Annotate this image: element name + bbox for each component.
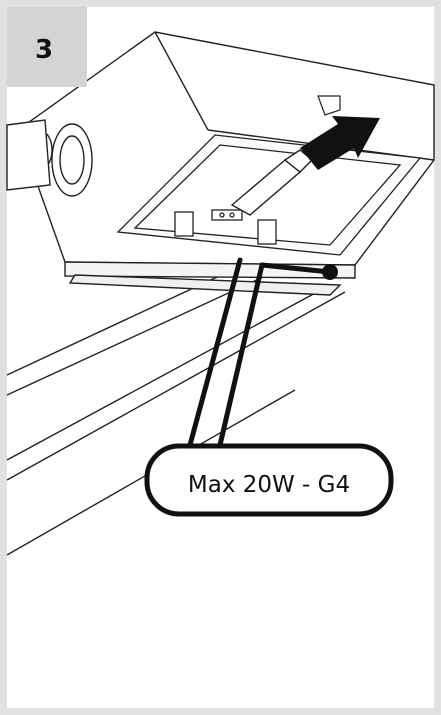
callout-dot bbox=[322, 264, 338, 280]
callout-label: Max 20W - G4 bbox=[187, 472, 351, 498]
bulb-icon bbox=[230, 149, 314, 216]
side-fitting bbox=[6, 119, 93, 197]
lamp-holder bbox=[174, 209, 277, 245]
step-badge: 3 bbox=[7, 7, 87, 87]
arrow-left-icon bbox=[300, 116, 380, 170]
step-number: 3 bbox=[35, 35, 54, 65]
callout-leader bbox=[187, 257, 333, 448]
bracket-part bbox=[317, 95, 341, 116]
callout-bubble bbox=[144, 443, 394, 517]
